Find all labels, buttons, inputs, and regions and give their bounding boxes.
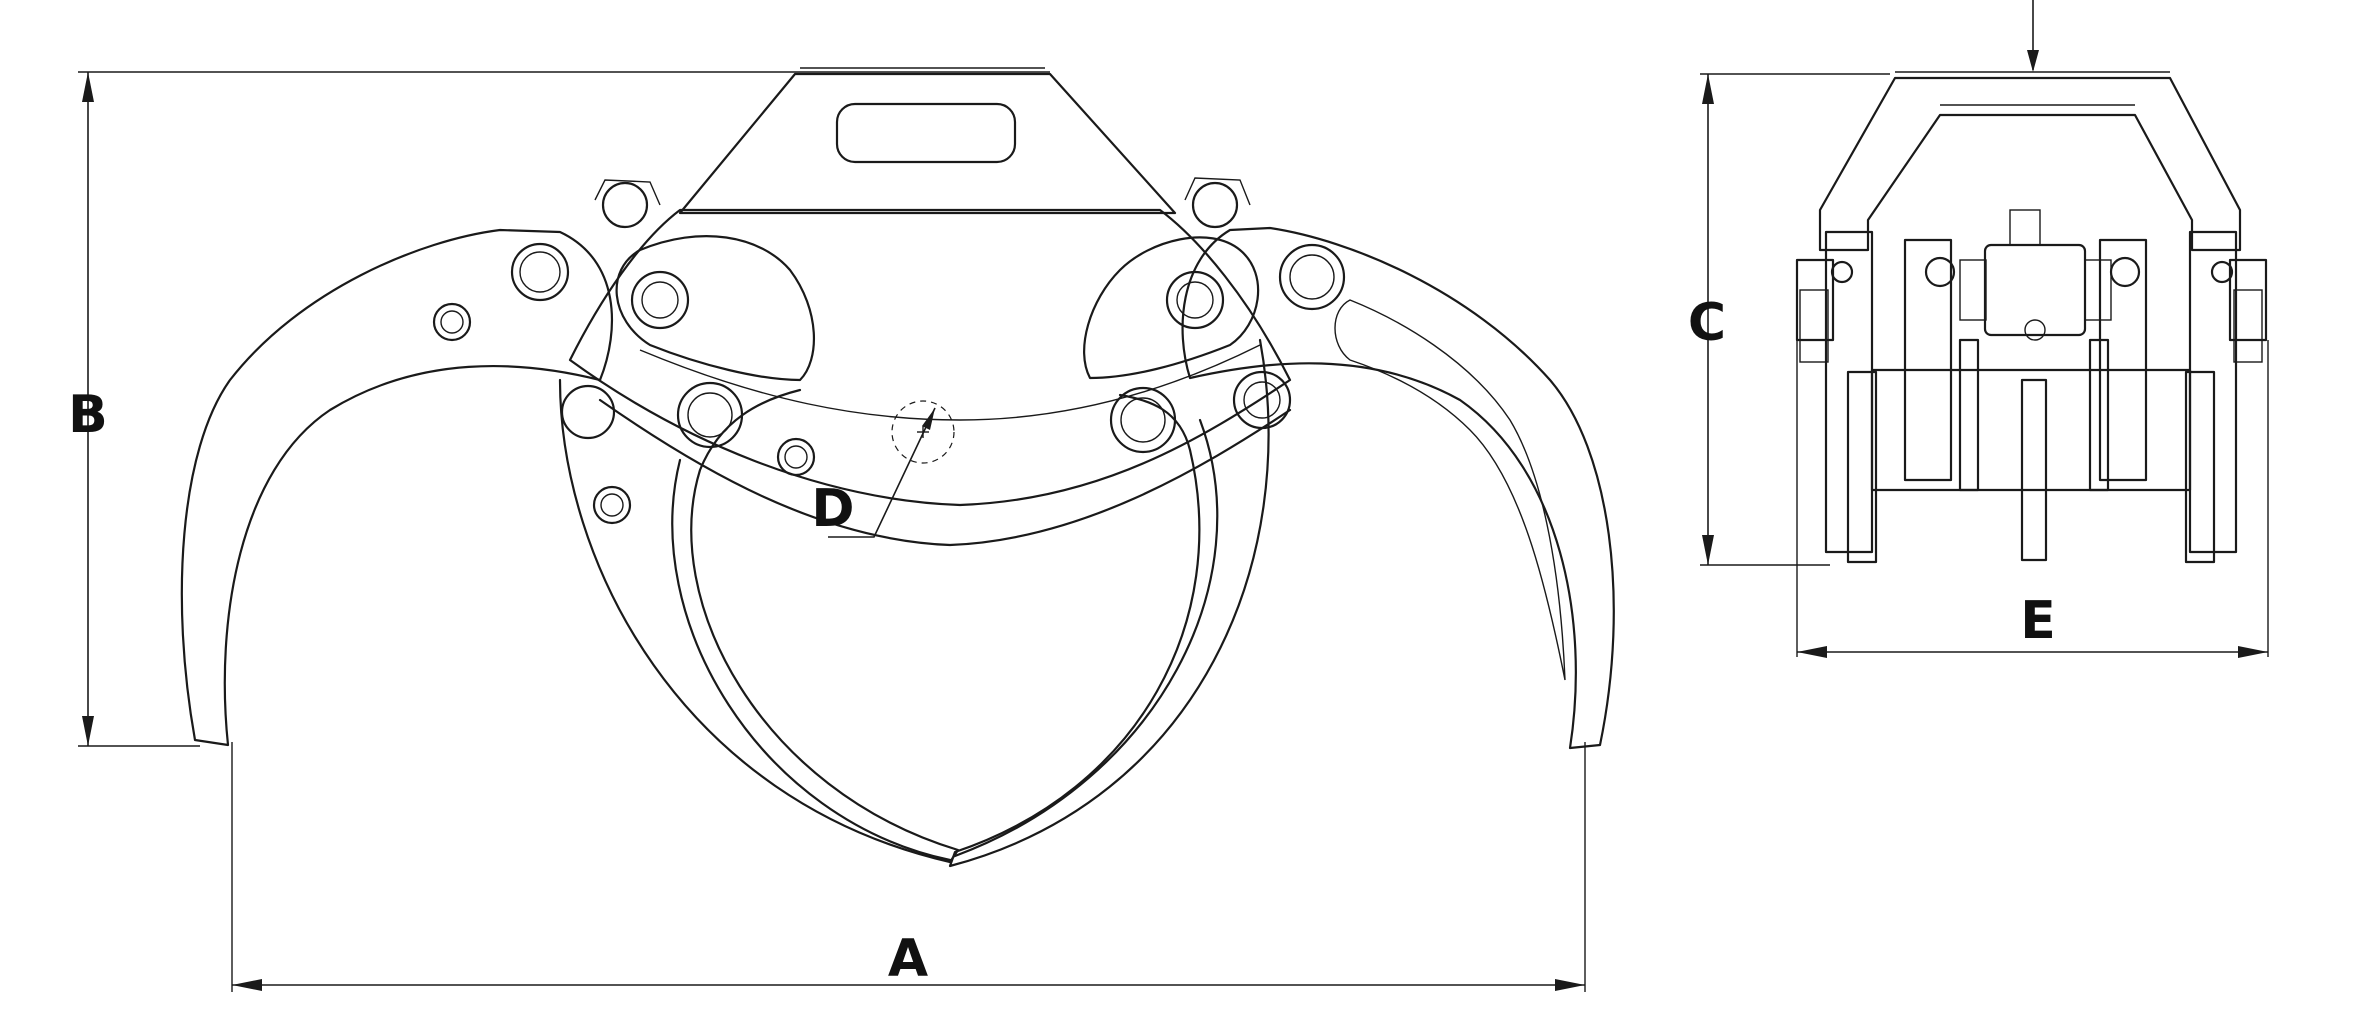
- side-left-outer-plate: [1795, 258, 1835, 342]
- side-pin-right: [2109, 256, 2141, 288]
- side-rotator-port-right: [2084, 259, 2112, 321]
- label-d: D: [811, 479, 854, 539]
- pin-circles: [432, 242, 1346, 525]
- side-right-outer-plate: [2228, 258, 2268, 342]
- pin-center-small: [776, 437, 816, 477]
- dimension-a: [231, 742, 1586, 992]
- dimension-b: [78, 71, 1050, 747]
- pin-left-mid: [560, 384, 616, 440]
- side-rotator-bolt: [2024, 319, 2046, 341]
- side-center-tine-left: [1958, 338, 1980, 492]
- dimension-e: [1796, 340, 2269, 658]
- pin-right-mid: [1232, 370, 1292, 430]
- inner-right-claw: [948, 338, 1270, 868]
- top-mount-slot: [835, 102, 1017, 164]
- pin-left-link: [630, 270, 690, 330]
- side-right-lower-plate: [2184, 370, 2216, 564]
- right-lug: [1191, 181, 1239, 229]
- left-lug: [601, 181, 649, 229]
- side-pin-left: [1924, 256, 1956, 288]
- grapple-front-view: [78, 67, 1615, 992]
- right-link-plate: [1083, 236, 1260, 380]
- dimension-c: [1700, 73, 1890, 566]
- d-leader-arrow: [922, 408, 935, 430]
- side-inner-link-right: [2098, 238, 2148, 482]
- side-left-bolt: [1830, 260, 1854, 284]
- right-outer-claw: [1181, 226, 1615, 750]
- side-inner-link-left: [1903, 238, 1953, 482]
- pin-center-right: [1109, 386, 1177, 454]
- log-diameter-circle: [891, 400, 955, 464]
- label-e: E: [2020, 591, 2056, 651]
- side-rotator-cap: [2009, 209, 2041, 246]
- side-left-hinge: [1799, 289, 1829, 363]
- side-center-bar: [2020, 378, 2048, 562]
- pin-left-lower: [592, 485, 632, 525]
- d-leader-line: [828, 407, 936, 538]
- pin-right-upper: [1278, 243, 1346, 311]
- center-body: [568, 208, 1292, 507]
- inner-left-claw: [558, 378, 960, 864]
- label-a: A: [888, 929, 928, 989]
- pin-left-small: [432, 302, 472, 342]
- pin-right-link: [1165, 270, 1225, 330]
- side-right-hinge: [2233, 289, 2263, 363]
- grapple-side-view: [1700, 0, 2269, 658]
- left-link-plate: [615, 235, 815, 382]
- right-claw-slot: [1334, 299, 1566, 681]
- left-lug-bracket: [594, 179, 661, 206]
- side-center-tine-right: [2088, 338, 2110, 492]
- label-b: B: [68, 385, 108, 445]
- center-plate-lower: [598, 398, 1292, 547]
- center-plate-upper: [639, 344, 1261, 421]
- rotator-top-mount: [678, 72, 1177, 215]
- side-left-lower-plate: [1846, 370, 1878, 564]
- left-outer-claw: [180, 228, 614, 747]
- label-c: C: [1688, 293, 1726, 353]
- right-lug-bracket: [1184, 177, 1251, 206]
- pin-left-upper: [510, 242, 570, 302]
- inner-center-claw: [671, 418, 1219, 862]
- side-rotator-port-left: [1959, 259, 1987, 321]
- side-rotator-cylinder: [1983, 243, 2087, 337]
- side-inner-body: [1870, 368, 2192, 492]
- side-right-bolt: [2210, 260, 2234, 284]
- pin-center-left: [676, 381, 744, 449]
- side-upper-frame: [1818, 76, 2242, 252]
